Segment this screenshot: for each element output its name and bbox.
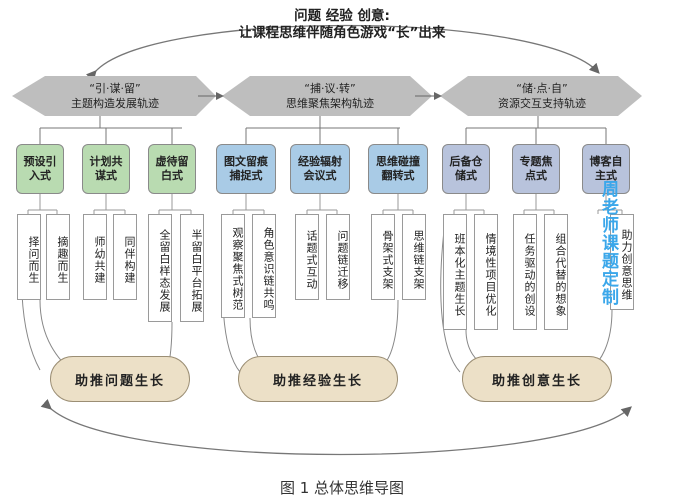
sub-box: 择问而生 — [17, 214, 41, 300]
track-3-title: “储·点·自” — [516, 82, 568, 95]
watermark-text: 周老师课题定制 — [598, 180, 618, 306]
sub-box: 半留白平台拓展 — [180, 214, 204, 322]
category-box: 思维碰撞翻转式 — [368, 144, 428, 194]
outcome-pill: 助推问题生长 — [50, 356, 190, 402]
category-box: 经验辐射会议式 — [290, 144, 350, 194]
hex-to-category-lines — [39, 116, 607, 144]
track-2-label: “捕·议·转” 思维聚焦架构轨迹 — [250, 81, 410, 111]
figure-caption: 图 1 总体思维导图 — [279, 479, 405, 497]
sub-box: 全留白样态发展 — [148, 214, 172, 322]
track-1-label: “引·谋·留” 主题构造发展轨迹 — [40, 81, 190, 111]
sub-box: 话题式互动 — [295, 214, 319, 300]
outcome-pill: 助推经验生长 — [238, 356, 398, 402]
sub-box: 观察聚焦式树范 — [221, 214, 245, 318]
track-1-subtitle: 主题构造发展轨迹 — [71, 97, 159, 110]
sub-box: 助力创意思维 — [610, 214, 634, 310]
sub-box: 任务驱动的创设 — [513, 214, 537, 330]
sub-box: 思维链支架 — [402, 214, 426, 300]
track-hexagon-2 — [222, 76, 432, 116]
category-box: 博客自主式 — [582, 144, 630, 194]
category-box: 专题焦点式 — [512, 144, 560, 194]
track-hexagon-1 — [12, 76, 216, 116]
track-1-title: “引·谋·留” — [89, 82, 141, 95]
category-to-sub-lines — [27, 194, 623, 214]
top-cycle-arc — [85, 24, 600, 82]
track-hexagon-3 — [440, 76, 642, 116]
category-box: 图文留痕捕捉式 — [216, 144, 276, 194]
category-box: 预设引入式 — [16, 144, 64, 194]
title-line-2: 让课程思维伴随角色游戏“长”出来 — [238, 25, 446, 41]
track-2-subtitle: 思维聚焦架构轨迹 — [286, 97, 374, 110]
sub-box: 摘趣而生 — [46, 214, 70, 300]
sub-box: 同伴构建 — [113, 214, 137, 300]
category-box: 后备仓储式 — [442, 144, 490, 194]
outcome-pill: 助推创意生长 — [462, 356, 612, 402]
bottom-cycle-arc — [40, 398, 632, 456]
sub-box: 组合代替的想象 — [544, 214, 568, 330]
category-box: 计划共谋式 — [82, 144, 130, 194]
title-line-1: 问题 经验 创意: — [294, 8, 390, 24]
track-3-subtitle: 资源交互支持轨迹 — [498, 97, 586, 110]
track-2-title: “捕·议·转” — [304, 82, 356, 95]
category-box: 虚待留白式 — [148, 144, 196, 194]
sub-box: 骨架式支架 — [371, 214, 395, 300]
track-3-label: “储·点·自” 资源交互支持轨迹 — [466, 81, 618, 111]
diagram-title: 问题 经验 创意: 让课程思维伴随角色游戏“长”出来 — [150, 8, 534, 42]
sub-box: 班本化主题生长 — [443, 214, 467, 330]
sub-box: 情境性项目优化 — [474, 214, 498, 330]
sub-box: 师幼共建 — [83, 214, 107, 300]
sub-box: 角色意识链共鸣 — [252, 214, 276, 318]
sub-box: 问题链迁移 — [326, 214, 350, 300]
